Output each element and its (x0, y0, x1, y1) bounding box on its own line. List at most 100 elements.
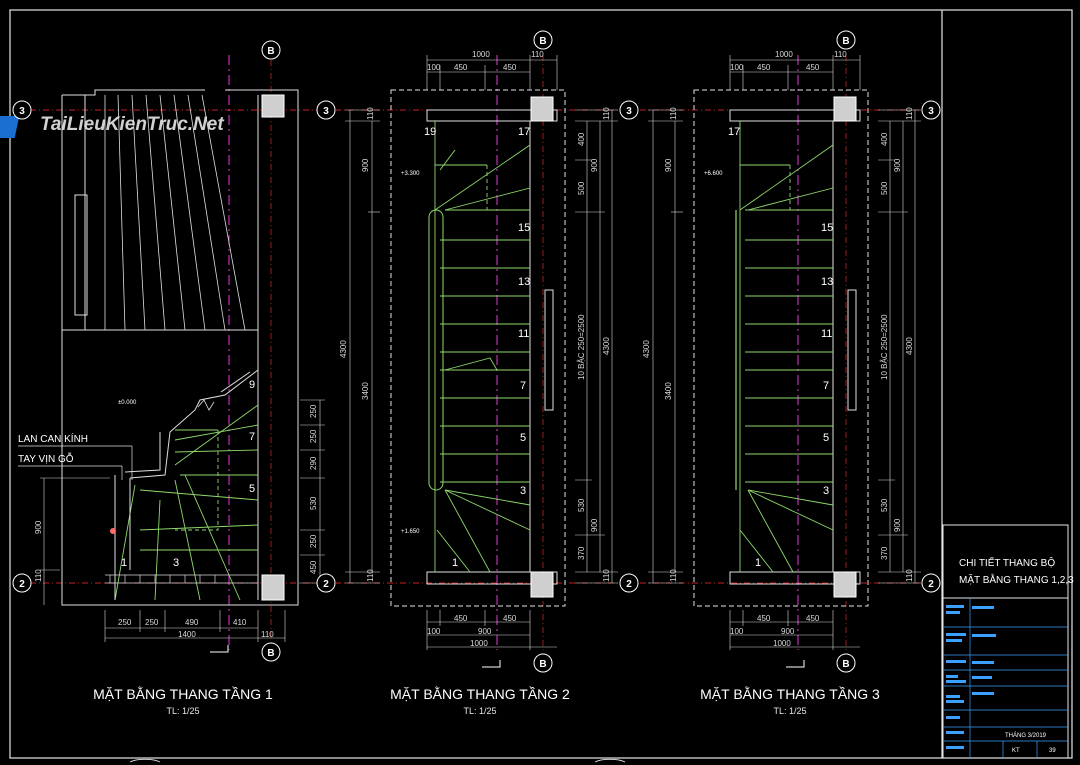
watermark-logo-icon (0, 116, 20, 138)
direction-arrow-icon (482, 660, 501, 668)
bottom-dimensions (426, 610, 557, 650)
grid-bubble-label: B (539, 659, 546, 670)
drawing-title-1: CHI TIẾT THANG BỘ (959, 556, 1055, 569)
plan-scale: TL: 1/25 (166, 706, 199, 716)
dim-text: 250 (309, 404, 318, 418)
plan-tang-2: 19 17 15 13 11 7 5 3 1 +3.300 +1.650 100… (335, 30, 639, 716)
step-number: 5 (520, 432, 526, 444)
dim-text: 110 (366, 107, 375, 120)
edge-marks (129, 758, 626, 763)
dim-text: 400 (577, 132, 586, 146)
watermark: TaiLieuKienTruc.Net (0, 114, 224, 138)
dim-text: 450 (503, 63, 517, 72)
watermark-text: TaiLieuKienTruc.Net (40, 114, 224, 135)
step-number: 3 (823, 485, 829, 497)
step-number: 3 (173, 557, 179, 569)
dim-text: 10 BẬC 250=2500 (880, 314, 889, 380)
step-number: 7 (520, 380, 526, 392)
dim-text: 1000 (470, 639, 488, 648)
level-mark: +3.300 (401, 171, 420, 177)
step-number: 1 (121, 557, 127, 569)
left-dimensions (40, 477, 110, 605)
grid-bubble (836, 30, 941, 673)
post-icon (110, 528, 116, 534)
right-dimensions (300, 399, 325, 584)
dim-text: 900 (478, 627, 492, 636)
grid-bubble-label: B (842, 659, 849, 670)
dim-text: 100 (730, 627, 744, 636)
level-mark: +6.600 (704, 171, 723, 177)
dim-text: 490 (185, 618, 199, 627)
grid-bubble-label: 2 (928, 579, 934, 590)
dim-text: 900 (664, 158, 673, 172)
dim-text: 900 (893, 158, 902, 172)
title-block-labels (946, 605, 996, 749)
step-number: 15 (518, 222, 530, 234)
grid-bubble-label: B (267, 648, 274, 659)
dim-text: 530 (577, 498, 586, 512)
grid-bubble-label: 2 (626, 579, 632, 590)
dim-text: 110 (905, 107, 914, 120)
dim-text: 110 (602, 107, 611, 120)
right-dimensions (575, 109, 618, 584)
direction-arrow-icon (786, 660, 805, 668)
dim-text: 4300 (602, 337, 611, 355)
dim-text: 450 (454, 614, 468, 623)
dim-text: 250 (309, 429, 318, 443)
right-dimensions (878, 109, 921, 584)
note-tay-vin-go: TAY VỊN GỖ (18, 452, 74, 465)
stair-treads (114, 404, 259, 601)
dim-text: 110 (261, 630, 274, 639)
dim-text: 1000 (472, 50, 490, 59)
step-number: 19 (424, 126, 436, 138)
sheet-frame (9, 9, 1073, 759)
bottom-dimensions (729, 610, 860, 650)
dim-text: 450 (503, 614, 517, 623)
dim-text: 530 (309, 496, 318, 510)
plan-title: MẶT BẰNG THANG TẦNG 3 (700, 685, 880, 702)
dim-text: 370 (577, 546, 586, 560)
step-number: 1 (452, 557, 458, 569)
dim-text: 900 (590, 158, 599, 172)
walls (390, 89, 566, 607)
sheet-code: KT (1012, 748, 1020, 754)
dim-text: 4300 (642, 340, 651, 358)
dim-text: 110 (34, 569, 43, 582)
dim-text: 900 (590, 518, 599, 532)
level-mark: +1.650 (401, 529, 420, 535)
dim-text: 110 (834, 50, 847, 59)
handrail (114, 369, 259, 600)
level-mark: ±0.000 (118, 400, 137, 406)
grid-bubble (533, 30, 639, 673)
step-number: 5 (823, 432, 829, 444)
dim-text: 410 (233, 618, 247, 627)
annotation-notes: LAN CAN KÍNH TAY VỊN GỖ (18, 432, 133, 480)
dim-text: 450 (309, 560, 318, 574)
step-number: 17 (518, 126, 530, 138)
left-dimensions (345, 109, 380, 584)
plan-title: MẶT BẰNG THANG TẦNG 2 (390, 685, 570, 702)
dim-text: 110 (905, 569, 914, 582)
top-dimensions (729, 55, 861, 90)
dim-text: 3400 (664, 382, 673, 400)
step-number: 17 (728, 126, 740, 138)
dim-text: 110 (669, 569, 678, 582)
grid-bubble-label: 2 (19, 579, 25, 590)
dim-text: 250 (118, 618, 132, 627)
drawing-date: THÁNG 3/2019 (1005, 732, 1047, 739)
dim-text: 530 (880, 498, 889, 512)
step-number: 13 (821, 276, 833, 288)
handrail (428, 209, 444, 491)
dim-text: 110 (669, 107, 678, 120)
walls (693, 89, 869, 607)
grid-bubble-label: 3 (626, 106, 632, 117)
dim-text: 110 (602, 569, 611, 582)
grid-bubble-label: B (539, 36, 546, 47)
step-number: 7 (249, 431, 255, 443)
bottom-threshold (105, 574, 258, 584)
dim-text: 450 (454, 63, 468, 72)
dim-text: 900 (781, 627, 795, 636)
dim-text: 1400 (178, 630, 196, 639)
step-number: 1 (755, 557, 761, 569)
